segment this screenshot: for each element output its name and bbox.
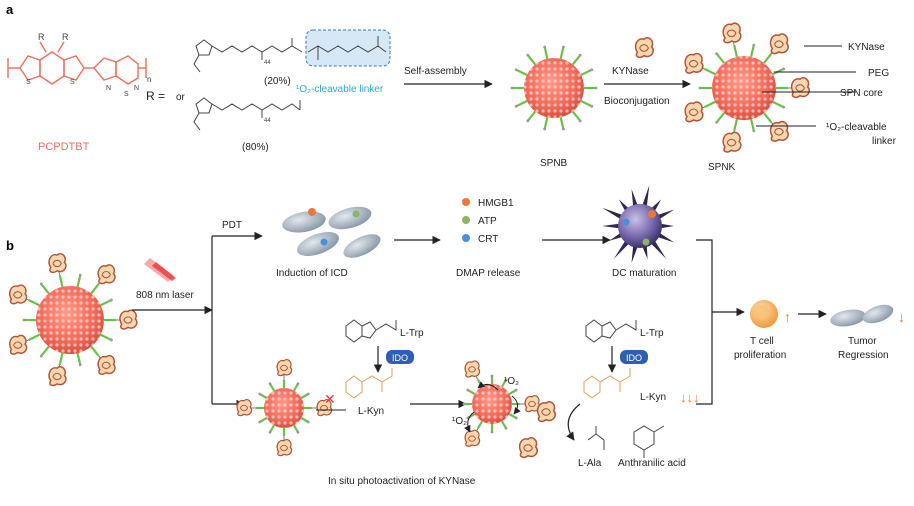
kyn-down-arrows: ↓↓↓	[680, 390, 700, 405]
callout-peg: PEG	[868, 68, 889, 79]
spnb-nanoparticle	[510, 45, 598, 131]
tcell-label-line1: T cell	[750, 336, 774, 347]
singlet-oxygen-top: ¹O₂	[504, 376, 519, 387]
callout-spn-core: SPN core	[840, 88, 883, 99]
spnb-label: SPNB	[540, 158, 568, 169]
callout-linker-line2: linker	[872, 136, 897, 147]
r-group-label-1: R	[38, 32, 45, 42]
ido-label-1: IDO	[392, 353, 408, 363]
r-equals-label: R =	[146, 89, 165, 103]
legend-label-crt: CRT	[478, 234, 498, 245]
polymer-name: PCPDTBT	[38, 141, 90, 153]
tumor-label-line1: Tumor	[848, 336, 877, 347]
legend-dot-atp	[462, 216, 470, 224]
linker-structure	[307, 36, 387, 60]
spnk-nanoparticle	[684, 22, 811, 153]
callout-kynase: KYNase	[848, 42, 885, 53]
kyn-structure-1	[345, 368, 393, 399]
chain-number-2: 44	[264, 118, 271, 124]
conversion-arrow	[566, 403, 581, 441]
anthranilic-structure	[633, 425, 665, 458]
ala-structure	[587, 426, 605, 450]
kynase-step-label: KYNase	[612, 66, 649, 77]
spnk-nanoparticle-b	[9, 252, 138, 387]
insitu-label: In situ photoactivation of KYNase	[328, 476, 476, 487]
kynase-enzyme-icon	[634, 37, 655, 59]
spnk-activated	[462, 360, 541, 447]
s-atom-2: S	[70, 79, 75, 86]
ido-badge-2	[620, 350, 648, 364]
linker-label: ¹O₂-cleavable linker	[296, 84, 384, 95]
tumor-cells	[830, 304, 894, 327]
panel-b-label: b	[6, 238, 14, 253]
repeat-n-label: n	[147, 75, 151, 84]
spnk-label: SPNK	[708, 162, 736, 173]
tcell-label-line2: proliferation	[734, 350, 786, 361]
lkyn-label-1: L-Kyn	[358, 406, 384, 417]
pdt-label: PDT	[222, 220, 242, 231]
induction-label: Induction of ICD	[276, 268, 348, 279]
dc-maturation-label: DC maturation	[612, 268, 676, 279]
released-kynase-1	[536, 401, 557, 423]
ido-badge-1	[386, 350, 414, 364]
dmap-label: DMAP release	[456, 268, 521, 279]
tumor-label-line2: Regression	[838, 350, 889, 361]
bioconjugation-label: Bioconjugation	[604, 96, 670, 107]
anthranilic-label: Anthranilic acid	[618, 458, 686, 469]
lala-label: L-Ala	[578, 458, 602, 469]
released-kynase-2	[518, 437, 539, 459]
spnk-callout-lines	[756, 45, 856, 127]
linker-highlight-box	[305, 29, 391, 67]
tcell-up-arrow: ↑	[784, 309, 791, 325]
self-assembly-label: Self-assembly	[404, 66, 467, 77]
blocked-mark: ✕	[324, 391, 336, 407]
legend-label-atp: ATP	[478, 216, 497, 227]
ido-label-2: IDO	[626, 353, 642, 363]
n-atom-2: N	[134, 85, 139, 92]
legend-label-hmgb1: HMGB1	[478, 198, 514, 209]
trp-structure-2	[585, 319, 637, 343]
callout-linker-line1: ¹O₂-cleavable	[826, 122, 887, 133]
s-atom-1: S	[26, 79, 31, 86]
legend-dot-crt	[462, 234, 470, 242]
ltrp-label-2: L-Trp	[640, 328, 664, 339]
kyn-structure-2	[583, 368, 631, 399]
icd-cells	[282, 206, 381, 258]
trp-structure-1	[345, 319, 397, 343]
merge-lines	[696, 239, 713, 405]
spnk-inactive	[236, 359, 333, 457]
ltrp-label-1: L-Trp	[400, 328, 424, 339]
tumor-down-arrow: ↓	[898, 309, 905, 325]
r-group-label-2: R	[62, 32, 69, 42]
side-chain-2	[193, 97, 301, 131]
laser-label: 808 nm laser	[136, 290, 194, 301]
chain-number-1: 44	[264, 60, 271, 66]
side-chain-1-ratio: (20%)	[264, 76, 291, 87]
or-label: or	[176, 92, 186, 103]
singlet-oxygen-left: ¹O₂	[452, 416, 467, 427]
lkyn-label-2: L-Kyn	[640, 392, 666, 403]
n-atom-1: N	[106, 85, 111, 92]
s-atom-3: S	[124, 91, 129, 98]
panel-a-label: a	[6, 2, 14, 17]
pcpdtbt-structure	[7, 41, 147, 85]
legend-dot-hmgb1	[462, 198, 470, 206]
dendritic-cell	[602, 185, 675, 264]
side-chain-2-ratio: (80%)	[242, 142, 269, 153]
side-chain-1	[193, 38, 303, 73]
